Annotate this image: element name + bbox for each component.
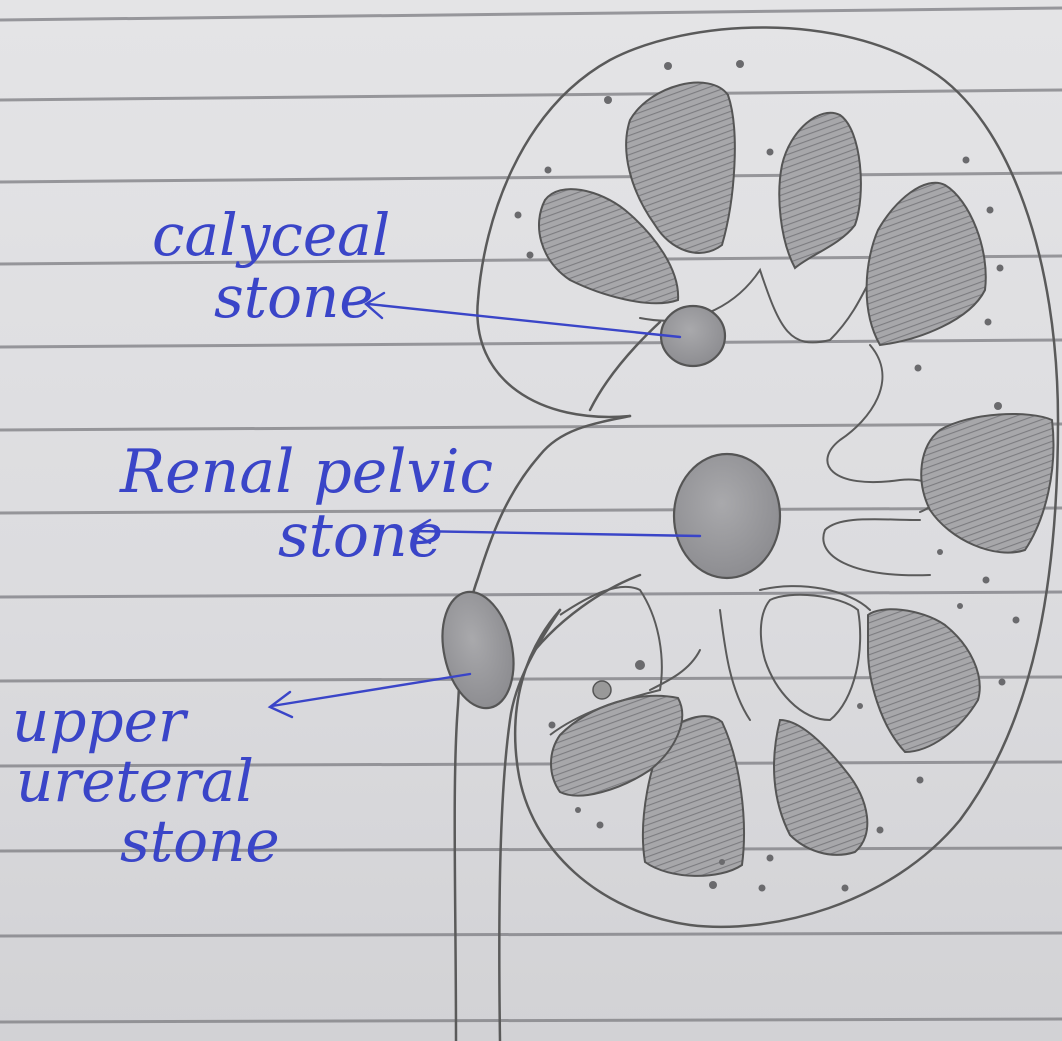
calyx-lower-1: [774, 720, 867, 855]
calyceal-stone-label: calyceal stone: [152, 206, 390, 326]
calyceal-label-line-1: calyceal: [152, 206, 390, 264]
renal-calyces: [539, 83, 1053, 876]
small-stone: [593, 681, 611, 699]
ureteral-label-line-1: upper: [12, 692, 280, 750]
renal-pelvic-stone: [674, 454, 780, 578]
renal-pelvic-stone-label: Renal pelvic stone: [120, 442, 493, 566]
ureteral-label-line-2: ureteral: [16, 752, 280, 810]
calyx-middle-right: [921, 414, 1053, 553]
upper-ureteral-stone: [432, 585, 523, 715]
calyx-upper-2: [779, 113, 861, 268]
calyceal-label-line-2: stone: [214, 268, 390, 326]
calyx-lower-right: [868, 609, 980, 752]
upper-ureteral-stone-label: upper ureteral stone: [12, 692, 280, 870]
pelvic-label-line-1: Renal pelvic: [120, 442, 493, 502]
ureteral-label-line-3: stone: [120, 812, 280, 870]
pelvic-label-line-2: stone: [278, 506, 493, 566]
calyx-upper-3: [867, 183, 986, 345]
